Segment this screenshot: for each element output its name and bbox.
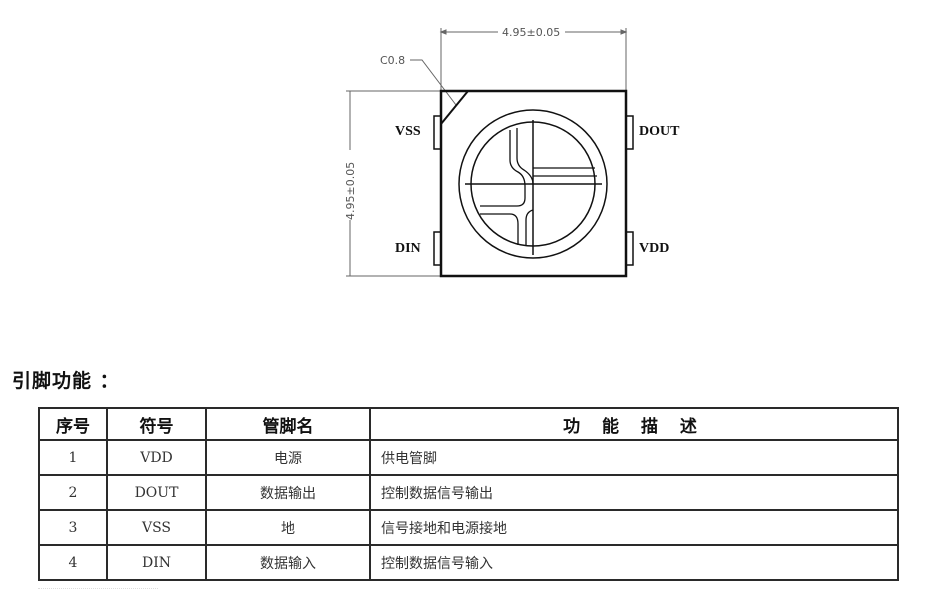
header-pin-name: 管脚名 xyxy=(205,407,371,441)
cell-pin-name: 电源 xyxy=(205,439,371,476)
table-row: 3 VSS 地 信号接地和电源接地 xyxy=(38,509,899,546)
package-outline-diagram: 4.95±0.05 C0.8 4.95±0.05 xyxy=(340,20,680,300)
cell-no: 4 xyxy=(38,544,108,581)
cell-pin-name: 数据输入 xyxy=(205,544,371,581)
chamfer-label: C0.8 xyxy=(380,54,405,67)
cell-symbol: DIN xyxy=(106,544,207,581)
header-symbol: 符号 xyxy=(106,407,207,441)
header-no: 序号 xyxy=(38,407,108,441)
header-description: 功 能 描 述 xyxy=(369,407,899,441)
cropped-next-line xyxy=(38,588,158,595)
cell-pin-name: 地 xyxy=(205,509,371,546)
cell-pin-name: 数据输出 xyxy=(205,474,371,511)
pin-function-table: 序号 符号 管脚名 功 能 描 述 1 VDD 电源 供电管脚 2 DOUT 数… xyxy=(38,407,899,581)
pin-label-dout: DOUT xyxy=(639,124,680,139)
table-row: 4 DIN 数据输入 控制数据信号输入 xyxy=(38,544,899,581)
led-body xyxy=(433,89,634,278)
cell-symbol: VDD xyxy=(106,439,207,476)
cell-symbol: VSS xyxy=(106,509,207,546)
width-dimension-label: 4.95±0.05 xyxy=(502,26,560,39)
table-row: 1 VDD 电源 供电管脚 xyxy=(38,439,899,476)
table-row: 2 DOUT 数据输出 控制数据信号输出 xyxy=(38,474,899,511)
section-title: 引脚功能 ： xyxy=(12,370,120,392)
cell-no: 1 xyxy=(38,439,108,476)
width-dimension xyxy=(439,28,628,90)
table-header-row: 序号 符号 管脚名 功 能 描 述 xyxy=(38,407,899,441)
height-dimension xyxy=(346,90,441,277)
cell-description: 信号接地和电源接地 xyxy=(369,509,899,546)
cell-symbol: DOUT xyxy=(106,474,207,511)
cell-description: 供电管脚 xyxy=(369,439,899,476)
cell-no: 2 xyxy=(38,474,108,511)
cell-description: 控制数据信号输出 xyxy=(369,474,899,511)
cell-no: 3 xyxy=(38,509,108,546)
height-dimension-label: 4.95±0.05 xyxy=(344,162,357,220)
pin-label-vdd: VDD xyxy=(639,241,669,256)
pin-label-din: DIN xyxy=(395,241,421,256)
pin-label-vss: VSS xyxy=(395,124,421,139)
cell-description: 控制数据信号输入 xyxy=(369,544,899,581)
